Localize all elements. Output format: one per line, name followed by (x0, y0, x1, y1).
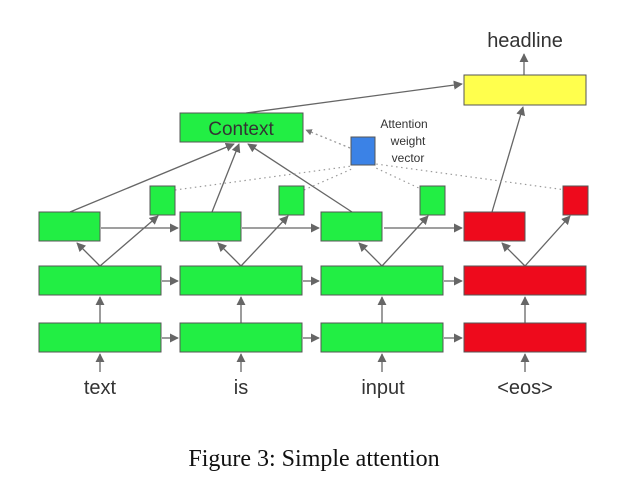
layer2-to-square-arrow-2 (240, 215, 289, 267)
attention-label-line-1: Attention (380, 117, 427, 131)
context-to-output-arrow (245, 80, 463, 114)
layer2-to-hidden-arrow-4 (501, 242, 526, 267)
layer2-to-hidden-arrow-1 (76, 242, 101, 267)
context-label: Context (208, 119, 274, 140)
attention-dotted-line-1 (174, 165, 353, 191)
encoder-layer1-cell-2 (179, 322, 303, 353)
attention-label-line-2: weight (390, 134, 426, 148)
encoder-layer2-cell-1 (38, 265, 162, 296)
hidden-to-context-arrow-1 (69, 142, 235, 213)
decoder-to-output-arrow (491, 106, 526, 213)
attention-to-context-arrow (305, 129, 351, 149)
hidden-to-context-arrow-2 (211, 143, 241, 213)
layer2-to-hidden-arrow-3 (358, 242, 383, 267)
attention-dotted-line-2 (303, 167, 355, 191)
attention-score-square-1 (149, 185, 176, 216)
input-word-2: is (234, 377, 248, 399)
layer2-to-square-arrow-1 (99, 215, 159, 267)
hidden-to-context-arrow-3 (247, 143, 353, 213)
decoder-layer1-cell (463, 322, 587, 353)
input-word-4: <eos> (497, 377, 553, 399)
encoder-hidden-cell-3 (320, 211, 383, 242)
encoder-layer1-cell-3 (320, 322, 444, 353)
figure-caption: Figure 3: Simple attention (188, 446, 439, 472)
encoder-hidden-cell-1 (38, 211, 101, 242)
attention-score-square-2 (278, 185, 305, 216)
decoder-layer2-cell (463, 265, 587, 296)
attention-dotted-line-3 (375, 167, 424, 191)
attention-dotted-line-4 (375, 163, 567, 191)
attention-weight-vector-box (350, 136, 376, 166)
encoder-layer1-cell-1 (38, 322, 162, 353)
headline-label: headline (487, 30, 563, 52)
layer2-to-square-arrow-3 (381, 215, 429, 267)
encoder-hidden-cell-2 (179, 211, 242, 242)
encoder-layer2-cell-3 (320, 265, 444, 296)
layer2-to-square-arrow-4 (524, 215, 571, 267)
encoder-layer2-cell-2 (179, 265, 303, 296)
layer2-to-hidden-arrow-2 (217, 242, 242, 267)
input-word-3: input (361, 377, 405, 399)
input-word-1: text (84, 377, 117, 399)
output-box (463, 74, 587, 106)
decoder-hidden-cell (463, 211, 526, 242)
attention-score-square-4 (562, 185, 589, 216)
attention-label-line-3: vector (392, 151, 425, 165)
context-box (179, 112, 304, 143)
attention-score-square-3 (419, 185, 446, 216)
